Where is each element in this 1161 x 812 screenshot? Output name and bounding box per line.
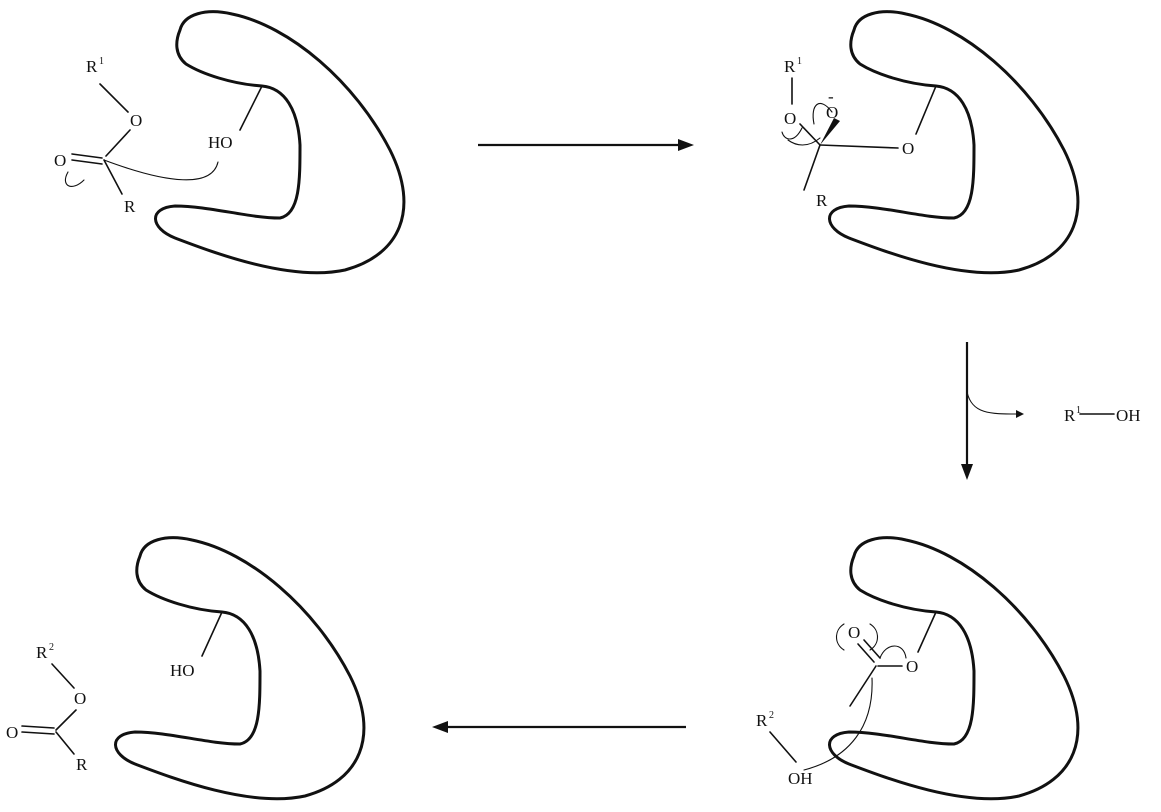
leaving-group-arrow-2 — [787, 137, 821, 146]
serine-release-arrow — [879, 645, 907, 659]
r2-group-label: R — [36, 643, 48, 662]
carbonyl-oxygen-label: O — [848, 623, 860, 642]
enzyme-pocket — [113, 536, 366, 801]
byproduct-release-arrow — [966, 391, 1019, 415]
c-r-bond — [803, 144, 821, 191]
r2-superscript: 2 — [769, 710, 774, 721]
panel-product-release: HO R 2 O O R — [6, 536, 366, 801]
byproduct-r1-superscript: 1 — [1076, 405, 1081, 416]
r1-group-label: R — [86, 57, 98, 76]
alcohol-attack-arrow — [803, 677, 873, 771]
carbonyl-paren-left — [835, 623, 845, 651]
r2-superscript: 2 — [49, 642, 54, 653]
reaction-arrow-step3 — [432, 721, 686, 733]
serine-oxygen-bond — [917, 611, 937, 653]
r1-superscript: 1 — [99, 56, 104, 67]
reaction-arrow-step1 — [478, 139, 694, 151]
wedge-bond — [820, 118, 840, 145]
oxyanion-electron-arrow — [812, 102, 833, 125]
serine-oxygen-label: O — [902, 139, 914, 158]
r1-group-label: R — [784, 57, 796, 76]
r-group-label: R — [76, 755, 88, 774]
r2-o-bond — [769, 731, 797, 763]
panel-tetrahedral-intermediate: O R 1 O O - R — [781, 10, 1080, 275]
c-r-bond — [103, 159, 123, 195]
r-group-label: R — [816, 191, 828, 210]
leaving-group-arrow-1 — [781, 127, 803, 140]
enzyme-pocket — [827, 10, 1080, 275]
carbonyl-double-bond-1 — [857, 643, 875, 663]
serine-hydroxyl-label: HO — [208, 133, 233, 152]
ester-oxygen-label: O — [74, 689, 86, 708]
ester-oxygen-label: O — [784, 109, 796, 128]
byproduct-alcohol: R 1 OH — [1064, 405, 1141, 425]
c-r-bond — [55, 731, 75, 755]
r1-o-bond — [99, 83, 129, 113]
carbonyl-double-bond-2 — [21, 731, 55, 735]
r2-o-bond — [51, 663, 75, 689]
carbonyl-double-bond-1 — [71, 153, 103, 159]
oxyanion-charge: - — [828, 87, 834, 106]
enzyme-pocket — [827, 536, 1080, 801]
serine-hydroxyl-bond — [201, 611, 223, 657]
c-o-serine-bond — [819, 144, 899, 149]
serine-hydroxyl-bond — [239, 85, 263, 131]
carbonyl-paren-right — [869, 623, 879, 651]
reaction-arrow-step2 — [961, 342, 1024, 480]
ester-oxygen-label: O — [130, 111, 142, 130]
o-c-bond — [799, 123, 821, 146]
o-c-bond — [105, 129, 131, 157]
enzyme-pocket — [153, 10, 406, 275]
carbonyl-electron-arrow — [64, 171, 85, 187]
panel-acyl-enzyme-deacylation: O O R 2 OH — [756, 536, 1080, 801]
o-c-bond — [55, 709, 77, 731]
carbonyl-oxygen-label: O — [54, 151, 66, 170]
acyl-methyl-bond — [849, 665, 877, 707]
serine-oxygen-label: O — [906, 657, 918, 676]
byproduct-r1-label: R — [1064, 406, 1076, 425]
hydroxyl-label: OH — [788, 769, 813, 788]
carbonyl-oxygen-label: O — [6, 723, 18, 742]
r-group-label: R — [124, 197, 136, 216]
byproduct-oh-label: OH — [1116, 406, 1141, 425]
panel-acyl-substrate-binding: HO R 1 O O R — [54, 10, 406, 275]
r1-superscript: 1 — [797, 56, 802, 67]
serine-hydroxyl-label: HO — [170, 661, 195, 680]
carbonyl-double-bond-1 — [21, 725, 55, 729]
serine-oxygen-bond — [915, 85, 937, 135]
carbonyl-double-bond-2 — [71, 159, 103, 165]
nucleophilic-attack-arrow — [103, 159, 219, 181]
r2-group-label: R — [756, 711, 768, 730]
